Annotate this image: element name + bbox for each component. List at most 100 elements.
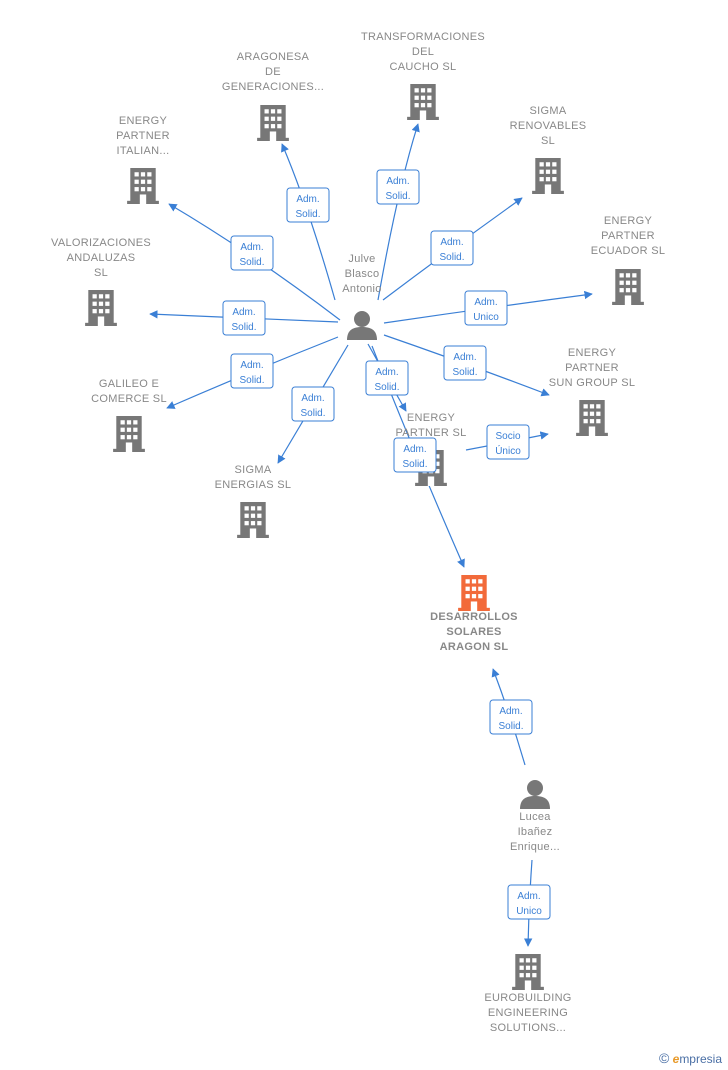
- building-icon: [257, 105, 289, 141]
- node-label: DEL: [412, 46, 434, 58]
- role-text: Solid.: [300, 408, 325, 419]
- node-ep_sl[interactable]: ENERGY PARTNER SL: [395, 412, 466, 486]
- role-label-julve-sigma_renovables[interactable]: Adm.Solid.: [430, 230, 474, 266]
- role-box: [365, 360, 409, 396]
- role-label-julve-ep_sl[interactable]: Adm. Solid.: [365, 360, 409, 396]
- node-label: PARTNER: [116, 130, 170, 142]
- node-label: SL: [94, 267, 108, 279]
- role-text: Socio: [495, 431, 520, 442]
- node-label: Julve: [348, 253, 375, 265]
- building-icon: [127, 168, 159, 204]
- node-label: PARTNER: [565, 362, 619, 374]
- role-box: [443, 345, 487, 381]
- node-label: SL: [541, 135, 555, 147]
- role-label-julve-sigma_energias[interactable]: Adm.Solid.: [291, 386, 335, 422]
- node-label: ENERGY: [407, 412, 456, 424]
- node-label: DESARROLLOS: [430, 611, 518, 623]
- role-label-julve-aragonesa[interactable]: Adm.Solid.: [286, 187, 330, 223]
- node-label: GENERACIONES...: [222, 81, 324, 93]
- role-text: Solid.: [452, 367, 477, 378]
- role-text: Solid.: [498, 721, 523, 732]
- node-label: Lucea: [519, 811, 551, 823]
- role-text: Solid.: [374, 382, 399, 393]
- role-text: Adm.: [517, 891, 540, 902]
- role-label-julve-transformaciones[interactable]: Adm. Solid.: [376, 169, 420, 205]
- role-label-julve-ep_ecuador[interactable]: Adm.Unico: [464, 290, 508, 326]
- role-text: Adm.: [440, 237, 463, 248]
- node-label: PARTNER: [601, 230, 655, 242]
- person-icon: [520, 780, 550, 809]
- role-text: Unico: [516, 906, 542, 917]
- node-label: RENOVABLES: [510, 120, 587, 132]
- node-label: ENERGY: [119, 115, 168, 127]
- node-label: Ibañez: [518, 826, 553, 838]
- role-box: [230, 235, 274, 271]
- role-label-julve-valorizaciones[interactable]: Adm. Solid.: [222, 300, 266, 336]
- role-text: Adm.: [386, 176, 409, 187]
- node-sigma_renovables[interactable]: SIGMA RENOVABLES SL: [510, 105, 587, 194]
- role-text: Adm.: [240, 242, 263, 253]
- node-label: Enrique...: [510, 841, 560, 853]
- node-label: Antonio: [342, 283, 381, 295]
- role-text: Adm.: [453, 352, 476, 363]
- role-label-lucea-eurobuilding[interactable]: Adm. Unico: [507, 884, 551, 920]
- node-galileo[interactable]: GALILEO E COMERCE SL: [91, 378, 167, 452]
- node-label: ITALIAN...: [117, 145, 170, 157]
- role-text: Solid.: [295, 209, 320, 220]
- role-text: Adm.: [240, 360, 263, 371]
- role-label-julve-ep_sun[interactable]: Adm. Solid.: [443, 345, 487, 381]
- building-icon: [407, 84, 439, 120]
- role-box: [486, 424, 530, 460]
- role-label-julve-desarrollos[interactable]: Adm.Solid.: [393, 437, 437, 473]
- role-text: Adm.: [375, 367, 398, 378]
- role-text: Unico: [473, 312, 499, 323]
- building-icon: [512, 954, 544, 990]
- role-box: [291, 386, 335, 422]
- role-label-lucea-desarrollos[interactable]: Adm.Solid.: [489, 699, 533, 735]
- brand-initial: e: [672, 1052, 680, 1066]
- node-label: SIGMA: [530, 105, 567, 117]
- node-label: ENERGY: [568, 347, 617, 359]
- role-text: Solid.: [385, 191, 410, 202]
- role-label-julve-galileo[interactable]: Adm.Solid.: [230, 353, 274, 389]
- copyright-icon: ©: [658, 1050, 670, 1066]
- role-box: [230, 353, 274, 389]
- node-label: SOLARES: [446, 626, 501, 638]
- node-label: ENERGIAS SL: [215, 479, 292, 491]
- role-text: Solid.: [231, 322, 256, 333]
- empresia-watermark[interactable]: © empresia: [659, 1050, 722, 1066]
- role-text: Único: [495, 444, 521, 457]
- node-desarrollos[interactable]: DESARROLLOS SOLARES ARAGON SL: [430, 575, 518, 653]
- node-label: SOLUTIONS...: [490, 1022, 566, 1034]
- node-label: CAUCHO SL: [390, 61, 457, 73]
- building-icon: [113, 416, 145, 452]
- node-aragonesa[interactable]: ARAGONESADEGENERACIONES...: [222, 51, 324, 141]
- role-text: Solid.: [239, 257, 264, 268]
- role-box: [376, 169, 420, 205]
- node-label: GALILEO E: [99, 378, 159, 390]
- role-box: [286, 187, 330, 223]
- node-eurobuilding[interactable]: EUROBUILDINGENGINEERINGSOLUTIONS...: [484, 954, 571, 1034]
- node-label: ENGINEERING: [488, 1007, 568, 1019]
- role-text: Adm.: [232, 307, 255, 318]
- role-label-julve-ep_italian[interactable]: Adm. Solid.: [230, 235, 274, 271]
- role-text: Solid.: [402, 459, 427, 470]
- node-label: PARTNER SL: [395, 427, 466, 439]
- role-box: [393, 437, 437, 473]
- node-label: ARAGON SL: [440, 641, 509, 653]
- node-label: VALORIZACIONES: [51, 237, 151, 249]
- building-icon: [532, 158, 564, 194]
- brand-name: mpresia: [679, 1052, 722, 1066]
- node-lucea[interactable]: LuceaIbañezEnrique...: [510, 780, 560, 853]
- node-ep_italian[interactable]: ENERGY PARTNER ITALIAN...: [116, 115, 170, 204]
- node-label: ENERGY: [604, 215, 653, 227]
- node-label: COMERCE SL: [91, 393, 167, 405]
